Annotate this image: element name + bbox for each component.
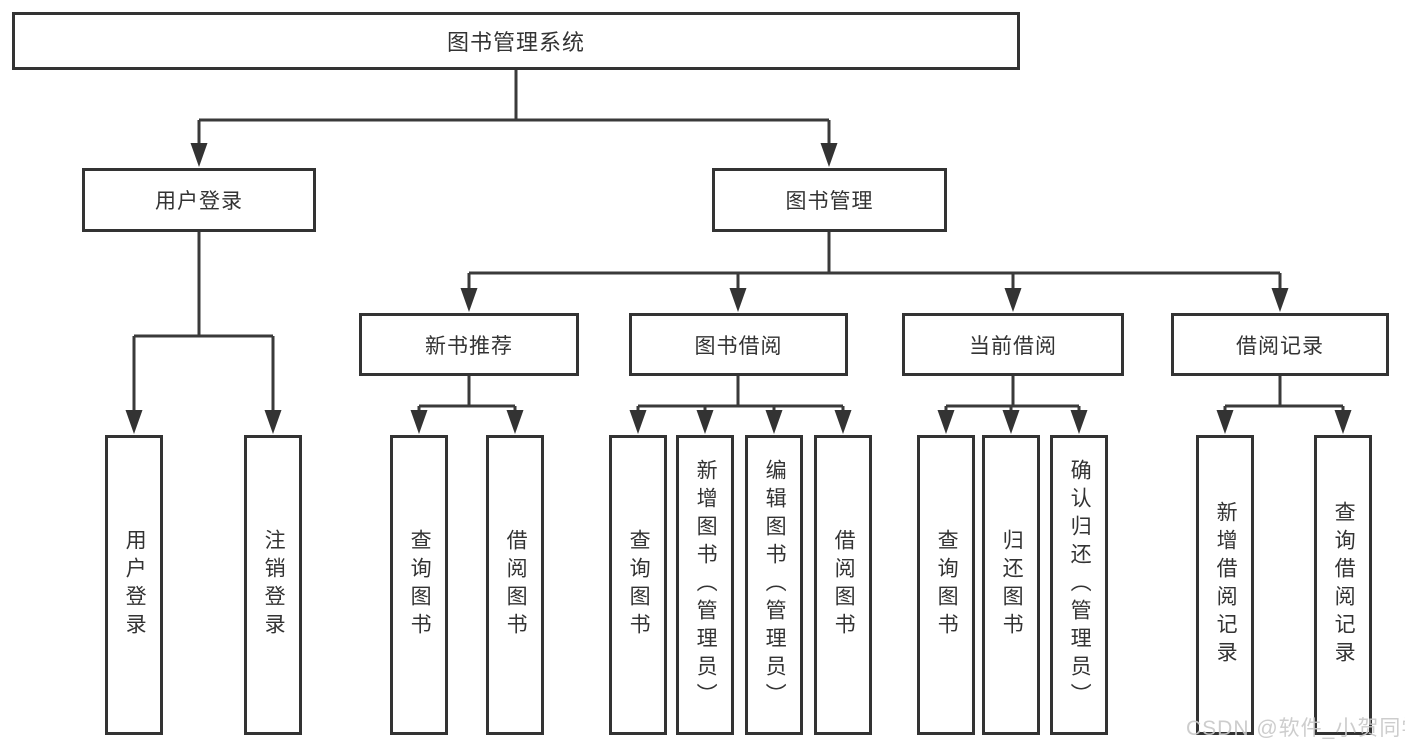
leaf-add-books-admin: 新增图书（管理员） [676, 435, 734, 735]
node-root-library-system: 图书管理系统 [12, 12, 1020, 70]
node-new-book-recommend: 新书推荐 [359, 313, 579, 376]
connector-paths [132, 70, 1345, 412]
node-label: 图书管理系统 [446, 30, 585, 55]
csdn-watermark: CSDN @软件_小贺同学 [1186, 717, 1405, 740]
arrowhead-icons [125, 143, 1352, 434]
node-current-borrowing: 当前借阅 [902, 313, 1124, 376]
arrowhead [937, 410, 955, 434]
node-book-management: 图书管理 [712, 168, 947, 232]
leaf-confirm-return-admin: 确认归还（管理员） [1050, 435, 1108, 735]
leaf-add-borrow-record: 新增借阅记录 [1196, 435, 1254, 735]
arrowhead [1271, 288, 1289, 312]
node-label: 当前借阅 [969, 334, 1057, 358]
node-user-login: 用户登录 [82, 168, 316, 232]
node-label: 借阅图书 [832, 529, 856, 641]
node-label: 新增图书（管理员） [694, 459, 718, 711]
leaf-return-books: 归还图书 [982, 435, 1040, 735]
node-label: 借阅记录 [1236, 334, 1324, 358]
node-label: 图书借阅 [694, 334, 783, 358]
arrowhead [410, 410, 428, 434]
leaf-query-books-current: 查询图书 [917, 435, 975, 735]
arrowhead [1004, 288, 1022, 312]
node-borrowing-records: 借阅记录 [1171, 313, 1389, 376]
node-label: 归还图书 [1000, 529, 1024, 641]
arrowhead [1002, 410, 1020, 434]
node-label: 查询图书 [935, 529, 959, 641]
arrowhead [125, 410, 143, 434]
arrowhead [765, 410, 783, 434]
node-label: 图书管理 [785, 190, 874, 213]
node-label: 查询借阅记录 [1332, 501, 1356, 669]
arrowhead [696, 410, 714, 434]
leaf-borrow-books-borrowing: 借阅图书 [814, 435, 872, 735]
node-label: 查询图书 [408, 529, 432, 641]
leaf-logout: 注销登录 [244, 435, 302, 735]
node-label: 新书推荐 [425, 334, 513, 358]
leaf-query-borrow-record: 查询借阅记录 [1314, 435, 1372, 735]
arrowhead [834, 410, 852, 434]
arrowhead [1334, 410, 1352, 434]
leaf-query-books-recommend: 查询图书 [390, 435, 448, 735]
node-label: 用户登录 [155, 190, 243, 213]
node-label: 确认归还（管理员） [1068, 459, 1092, 711]
node-label: 查询图书 [627, 529, 651, 641]
node-label: 编辑图书（管理员） [763, 459, 787, 711]
leaf-borrow-books-recommend: 借阅图书 [486, 435, 544, 735]
node-label: 新增借阅记录 [1214, 501, 1238, 669]
arrowhead [264, 410, 282, 434]
arrowhead [820, 143, 838, 167]
node-label: 借阅图书 [504, 529, 528, 641]
arrowhead [190, 143, 208, 167]
arrowhead [729, 288, 747, 312]
arrowhead [460, 288, 478, 312]
arrowhead [1216, 410, 1234, 434]
arrowhead [1070, 410, 1088, 434]
node-label: 注销登录 [262, 529, 286, 641]
arrowhead [506, 410, 524, 434]
node-label: 用户登录 [123, 529, 147, 641]
leaf-edit-books-admin: 编辑图书（管理员） [745, 435, 803, 735]
node-book-borrowing: 图书借阅 [629, 313, 848, 376]
leaf-query-books-borrowing: 查询图书 [609, 435, 667, 735]
leaf-user-login: 用户登录 [105, 435, 163, 735]
arrowhead [629, 410, 647, 434]
